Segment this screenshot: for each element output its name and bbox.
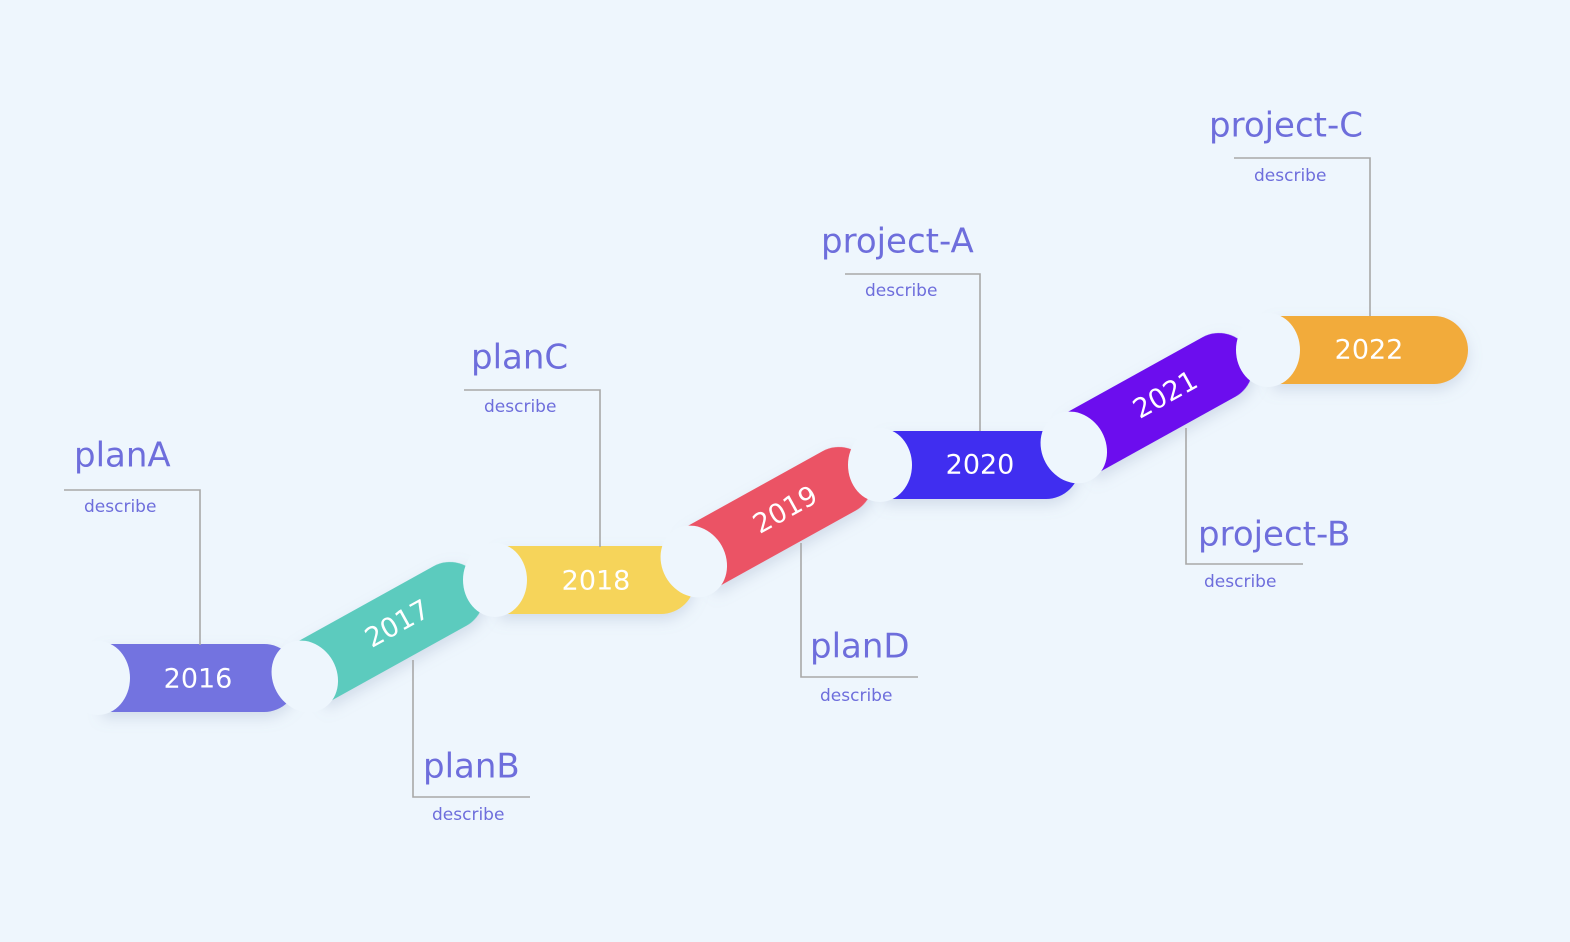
capsule-2019 — [660, 447, 873, 598]
milestone-desc-2022: describe — [1254, 166, 1326, 186]
milestone-desc-2016: describe — [84, 497, 156, 517]
capsule-notch-2020 — [848, 428, 912, 502]
capsule-2017 — [271, 562, 484, 713]
capsule-notch-2017 — [271, 640, 339, 713]
capsule-notch-2019 — [660, 525, 728, 598]
leader-line-2019 — [800, 543, 918, 678]
year-label-2022: 2022 — [1335, 335, 1404, 366]
milestone-title-2022: project-C — [1209, 106, 1363, 146]
capsule-2021 — [1040, 333, 1253, 484]
capsule-body-2022 — [1272, 316, 1468, 384]
milestone-title-2018: planC — [471, 338, 568, 378]
leader-line-2020 — [845, 273, 981, 431]
leader-line-2022 — [1234, 157, 1371, 316]
year-label-2018: 2018 — [562, 566, 631, 597]
leader-line-2021 — [1185, 428, 1303, 565]
capsule-body-2020 — [884, 431, 1080, 499]
milestone-title-2019: planD — [810, 627, 910, 667]
milestone-title-2017: planB — [423, 747, 520, 787]
leader-line-2016 — [64, 489, 201, 645]
capsule-body-2018 — [499, 546, 695, 614]
milestone-desc-2018: describe — [484, 397, 556, 417]
milestone-title-2020: project-A — [821, 222, 974, 262]
year-label-2020: 2020 — [946, 450, 1015, 481]
capsule-2022 — [1236, 313, 1468, 387]
leader-line-2017 — [412, 660, 530, 798]
milestone-desc-2017: describe — [432, 805, 504, 825]
capsule-notch-2021 — [1040, 411, 1108, 484]
milestone-desc-2021: describe — [1204, 572, 1276, 592]
leader-line-2018 — [464, 389, 601, 547]
capsule-2016 — [66, 641, 298, 715]
milestone-title-2021: project-B — [1198, 515, 1350, 555]
capsule-2018 — [463, 543, 695, 617]
milestone-desc-2019: describe — [820, 686, 892, 706]
capsule-notch-2016 — [66, 641, 130, 715]
capsule-body-2021 — [1060, 333, 1253, 476]
milestone-desc-2020: describe — [865, 281, 937, 301]
capsule-notch-2022 — [1236, 313, 1300, 387]
capsule-body-2017 — [291, 562, 484, 705]
capsule-notch-2018 — [463, 543, 527, 617]
year-label-2016: 2016 — [164, 664, 233, 695]
capsule-2020 — [848, 428, 1080, 502]
capsule-body-2019 — [680, 447, 873, 590]
milestone-title-2016: planA — [74, 436, 171, 476]
capsule-body-2016 — [102, 644, 298, 712]
